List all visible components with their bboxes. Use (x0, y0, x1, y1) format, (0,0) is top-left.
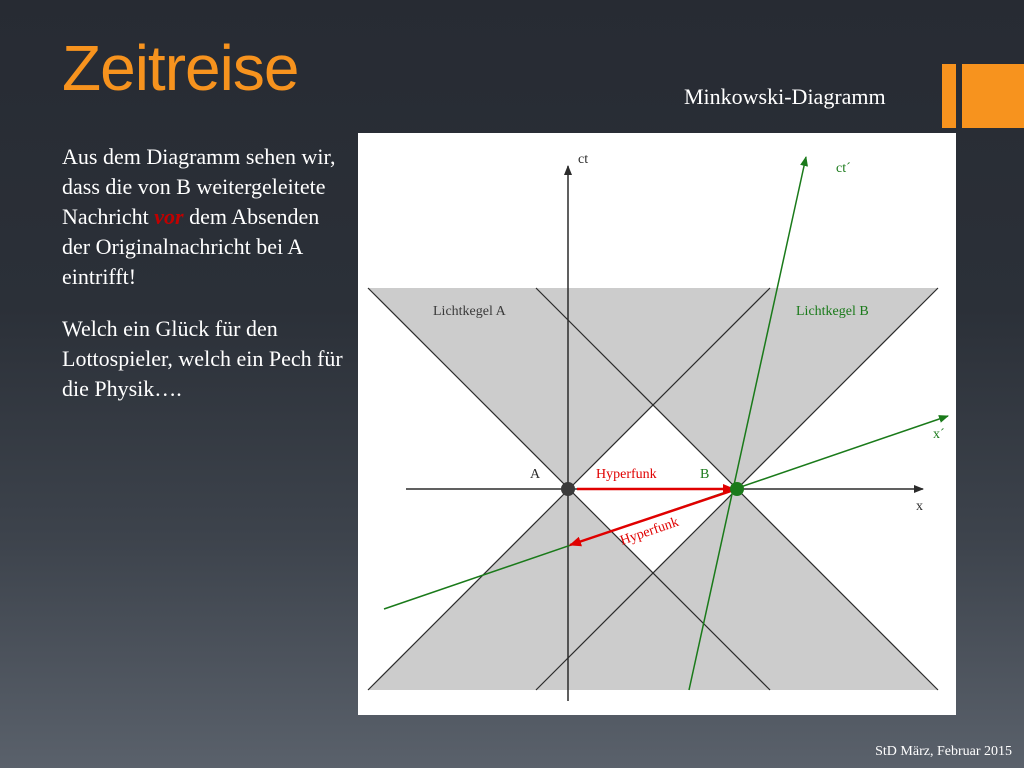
diagram-svg: ct ct´ x x´ Lichtkegel A Lichtkegel B A … (367, 152, 949, 701)
lightcone-b-past (536, 489, 938, 690)
label-event-b: B (700, 467, 709, 482)
accent-bar (942, 64, 956, 128)
label-lightcone-b: Lichtkegel B (796, 304, 869, 319)
event-a-dot (561, 482, 575, 496)
paragraph-2: Welch ein Glück für den Lottospieler, we… (62, 316, 343, 401)
label-x: x (916, 499, 923, 514)
minkowski-diagram: ct ct´ x x´ Lichtkegel A Lichtkegel B A … (358, 133, 956, 715)
label-lightcone-a: Lichtkegel A (433, 304, 507, 319)
hyperfunk-arrow-b-to-past (569, 487, 738, 547)
label-ct-prime: ct´ (836, 161, 851, 176)
ct-prime-axis (688, 156, 808, 691)
paragraph-1: Aus dem Diagramm sehen wir, dass die von… (62, 142, 347, 292)
label-x-prime: x´ (933, 427, 945, 442)
slide-subtitle: Minkowski-Diagramm (684, 84, 886, 109)
label-event-a: A (530, 467, 541, 482)
slide-title: Zeitreise (62, 32, 299, 104)
emphasis-vor: vor (154, 204, 184, 229)
event-b-dot (730, 482, 744, 496)
accent-block (962, 64, 1024, 128)
label-hyperfunk-2: Hyperfunk (618, 515, 680, 549)
label-hyperfunk-1: Hyperfunk (596, 467, 657, 482)
slide-body: Aus dem Diagramm sehen wir, dass die von… (62, 142, 347, 426)
paragraph-1-before: Aus dem Diagramm sehen wir, dass die von… (62, 144, 336, 229)
label-ct: ct (578, 152, 588, 167)
paragraph-1-after: dem Absenden der Originalnachricht bei A… (62, 204, 320, 289)
footer-credit: StD März, Februar 2015 (875, 744, 1012, 759)
lightcone-b-future (536, 288, 938, 489)
